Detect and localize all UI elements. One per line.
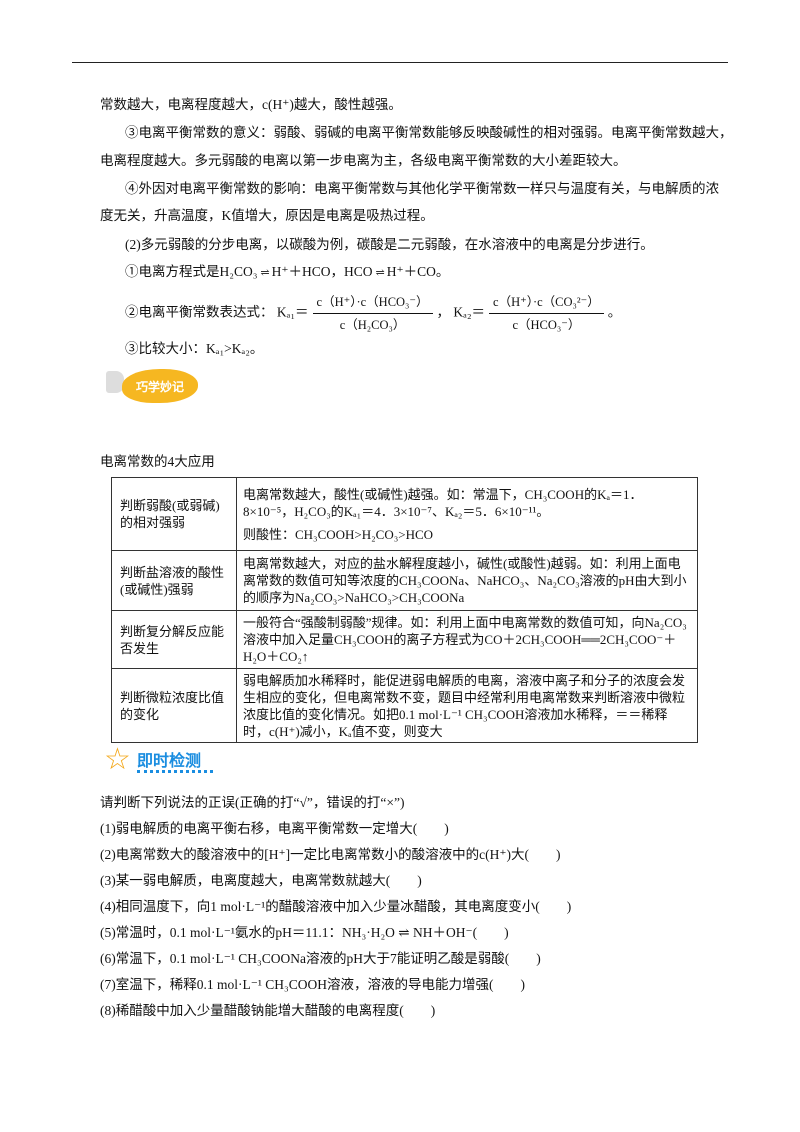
applications-table: 判断弱酸(或弱碱)的相对强弱电离常数越大，酸性(或碱性)越强。如：常温下，CH₃… (111, 477, 698, 743)
ka2-fraction: c（H⁺）·c（CO₃²⁻） c（HCO₃⁻） (489, 292, 604, 335)
quiz-item: (3)某一弱电解质，电离度越大，电离常数就越大( ) (100, 873, 422, 888)
expression-label: ②电离平衡常数表达式： (125, 304, 274, 320)
fraction-numerator: c（H⁺）·c（CO₃²⁻） (489, 292, 604, 314)
content-line: 则酸性：CH₃COOH>H₂CO₃>HCO (243, 526, 434, 542)
content-line: 电离常数越大，酸性(或碱性)越强。如：常温下，CH₃COOH的Kₐ＝1．8×10… (243, 486, 643, 519)
paragraph-line: 常数越大，电离程度越大，c(H⁺)越大，酸性越强。 (100, 97, 402, 112)
row-header: 判断盐溶液的酸性(或碱性)强弱 (111, 550, 237, 611)
table-row: 判断微粒浓度比值的变化弱电解质加水稀释时，能促进弱电解质的电离，溶液中离子和分子… (111, 668, 698, 743)
row-content: 一般符合“强酸制弱酸”规律。如：利用上面中电离常数的数值可知，向Na₂CO₃溶液… (236, 610, 698, 669)
fraction-denominator: c（HCO₃⁻） (512, 318, 581, 332)
row-content: 弱电解质加水稀释时，能促进弱电解质的电离，溶液中离子和分子的浓度会发生相应的变化… (236, 668, 698, 743)
equilibrium-arrow-icon: ⇌ (260, 267, 269, 279)
table-row: 判断复分解反应能否发生一般符合“强酸制弱酸”规律。如：利用上面中电离常数的数值可… (111, 610, 698, 669)
row-content: 电离常数越大，酸性(或碱性)越强。如：常温下，CH₃COOH的Kₐ＝1．8×10… (236, 477, 698, 551)
row-header: 判断微粒浓度比值的变化 (111, 668, 237, 743)
paragraph-line: 电离程度越大。多元弱酸的电离以第一步电离为主，各级电离平衡常数的大小差距较大。 (100, 153, 627, 168)
quiz-item: (4)相同温度下，向1 mol·L⁻¹的醋酸溶液中加入少量冰醋酸，其电离度变小(… (100, 899, 572, 914)
quick-check-badge: ☆ 即时检测 (104, 744, 224, 780)
tips-badge: 巧学妙记 (104, 365, 200, 405)
paragraph-line: 度无关，升高温度，K值增大，原因是电离是吸热过程。 (100, 208, 434, 223)
row-content: 电离常数越大，对应的盐水解程度越小，碱性(或酸性)越弱。如：利用上面电离常数的数… (236, 550, 698, 611)
speaker-icon (106, 371, 124, 393)
row-header: 判断复分解反应能否发生 (111, 610, 237, 669)
paragraph-line: ③电离平衡常数的意义：弱酸、弱碱的电离平衡常数能够反映酸碱性的相对强弱。电离平衡… (125, 125, 733, 140)
quiz-instruction: 请判断下列说法的正误(正确的打“√”，错误的打“×”) (100, 795, 405, 810)
header-rule (72, 62, 728, 63)
table-row: 判断盐溶液的酸性(或碱性)强弱电离常数越大，对应的盐水解程度越小，碱性(或酸性)… (111, 550, 698, 611)
equation-part: H⁺＋HCO，HCO (271, 264, 373, 279)
badge-label: 巧学妙记 (136, 380, 185, 394)
badge-blob: 巧学妙记 (122, 369, 198, 403)
quiz-item: (6)常温下，0.1 mol·L⁻¹ CH₃COONa溶液的pH大于7能证明乙酸… (100, 951, 541, 966)
equilibrium-constant-expression: ②电离平衡常数表达式： Kₐ₁＝c（H⁺）·c（HCO₃⁻）c（H₂CO₃）， … (125, 292, 621, 335)
fraction-numerator: c（H⁺）·c（HCO₃⁻） (312, 292, 433, 314)
equation-part: H⁺＋CO。 (386, 264, 450, 279)
paragraph-line: (2)多元弱酸的分步电离，以碳酸为例，碳酸是二元弱酸，在水溶液中的电离是分步进行… (125, 237, 654, 252)
ionization-equation: ①电离方程式是H₂CO₃⇌H⁺＋HCO，HCO⇌H⁺＋CO。 (125, 263, 449, 282)
separator: ， (436, 304, 451, 320)
dotted-underline (137, 770, 213, 773)
quiz-item: (2)电离常数大的酸溶液中的[H⁺]一定比电离常数小的酸溶液中的c(H⁺)大( … (100, 847, 561, 862)
ka1-fraction: c（H⁺）·c（HCO₃⁻） c（H₂CO₃） (312, 292, 433, 335)
table-title: 电离常数的4大应用 (100, 454, 215, 469)
quiz-item: (7)室温下，稀释0.1 mol·L⁻¹ CH₃COOH溶液，溶液的导电能力增强… (100, 977, 525, 992)
paragraph-line: ③比较大小：Kₐ₁>Kₐ₂。 (125, 341, 264, 356)
equilibrium-arrow-icon: ⇌ (375, 267, 385, 279)
badge-label: 即时检测 (137, 753, 202, 770)
star-icon: ☆ (104, 743, 131, 776)
paragraph-line: ④外因对电离平衡常数的影响：电离平衡常数与其他化学平衡常数一样只与温度有关，与电… (125, 181, 719, 196)
period: 。 (607, 304, 622, 320)
ka2-label: Kₐ₂＝ (453, 304, 486, 320)
ka1-label: Kₐ₁＝ (276, 304, 309, 320)
equation-part: ①电离方程式是H₂CO₃ (125, 264, 258, 279)
row-header: 判断弱酸(或弱碱)的相对强弱 (111, 477, 237, 551)
quiz-item: (5)常温时，0.1 mol·L⁻¹氨水的pH＝11.1：NH₃·H₂O ⇌ N… (100, 925, 509, 940)
table-row: 判断弱酸(或弱碱)的相对强弱电离常数越大，酸性(或碱性)越强。如：常温下，CH₃… (111, 477, 698, 551)
quiz-item: (1)弱电解质的电离平衡右移，电离平衡常数一定增大( ) (100, 821, 449, 836)
fraction-denominator: c（H₂CO₃） (339, 318, 406, 332)
quiz-item: (8)稀醋酸中加入少量醋酸钠能增大醋酸的电离程度( ) (100, 1003, 436, 1018)
